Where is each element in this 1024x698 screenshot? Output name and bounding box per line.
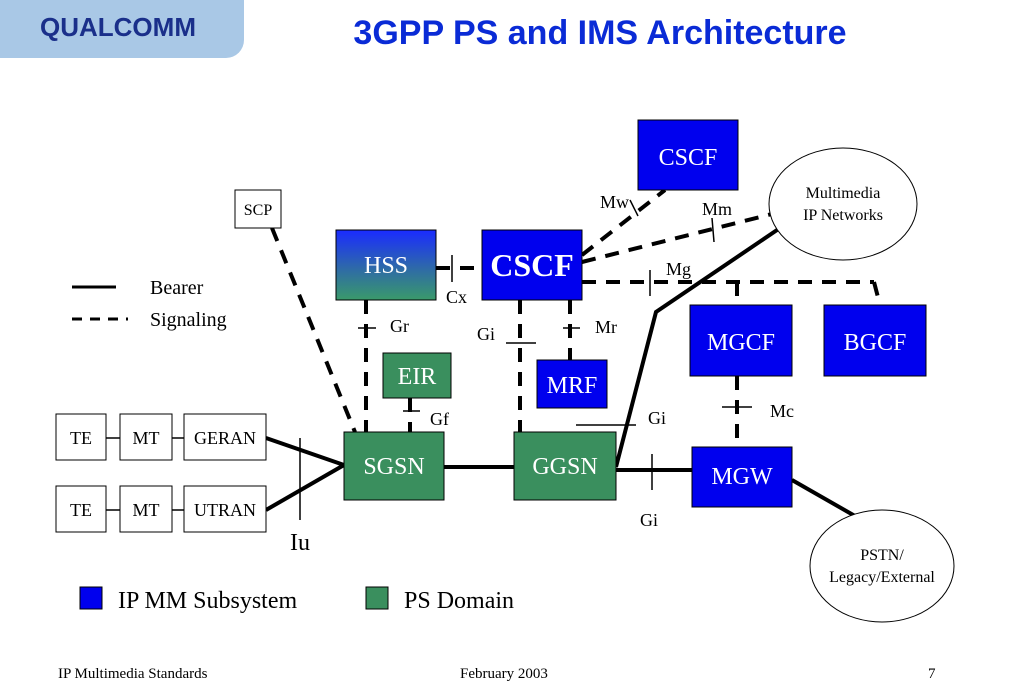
mgcf-label: MGCF bbox=[707, 330, 775, 356]
bgcf-label: BGCF bbox=[844, 330, 907, 356]
label-mm: Mm bbox=[702, 199, 732, 219]
bearer-ggsn-multimedia bbox=[614, 226, 782, 468]
thin-lines bbox=[106, 199, 752, 520]
te-node-2: TE bbox=[55, 485, 107, 533]
signaling-legend-label: Signaling bbox=[150, 309, 227, 331]
label-mc: Mc bbox=[770, 401, 794, 421]
hss-label: HSS bbox=[364, 253, 408, 279]
sgsn-label: SGSN bbox=[363, 454, 424, 480]
mrf-node: MRF bbox=[536, 359, 608, 409]
mgcf-node: MGCF bbox=[689, 304, 793, 377]
footer-left: IP Multimedia Standards bbox=[58, 666, 208, 682]
ps-domain-swatch bbox=[365, 586, 389, 610]
scp-node: SCP bbox=[234, 189, 282, 229]
mt-label-1: MT bbox=[133, 428, 160, 448]
interface-labels: Mw Mm Mg Cx Gr Gi Mr Gf Gi Mc Gi Iu bbox=[290, 192, 794, 556]
label-mw: Mw bbox=[600, 192, 629, 212]
bearer-legend-label: Bearer bbox=[150, 277, 204, 299]
line-legend: Bearer Signaling bbox=[72, 277, 227, 331]
signal-cscf-multimedia bbox=[581, 210, 781, 264]
footer-page-number: 7 bbox=[928, 666, 936, 682]
cscf-main-node: CSCF bbox=[481, 229, 583, 301]
signal-bgcf-drop bbox=[872, 281, 882, 306]
mt-label-2: MT bbox=[133, 500, 160, 520]
label-mr: Mr bbox=[595, 317, 617, 337]
slide-title: 3GPP PS and IMS Architecture bbox=[353, 14, 847, 52]
multimedia-label-2: IP Networks bbox=[803, 207, 883, 224]
bearer-mgw-pstn bbox=[791, 478, 856, 518]
ip-mm-legend-label: IP MM Subsystem bbox=[118, 588, 297, 614]
mgw-node: MGW bbox=[691, 446, 793, 508]
footer-center: February 2003 bbox=[460, 666, 548, 682]
color-legend: IP MM Subsystem PS Domain bbox=[79, 586, 514, 614]
signaling-lines bbox=[270, 188, 882, 447]
sgsn-node: SGSN bbox=[343, 431, 445, 501]
multimedia-ip-networks: Multimedia IP Networks bbox=[768, 147, 918, 261]
bearer-utran-sgsn bbox=[265, 463, 345, 512]
cscf-main-label: CSCF bbox=[490, 247, 574, 283]
utran-node: UTRAN bbox=[183, 485, 267, 533]
cscf-top-label: CSCF bbox=[659, 145, 718, 171]
label-cx: Cx bbox=[446, 287, 467, 307]
ggsn-node: GGSN bbox=[513, 431, 617, 501]
scp-label: SCP bbox=[244, 202, 273, 219]
utran-label: UTRAN bbox=[194, 500, 256, 520]
label-mg: Mg bbox=[666, 259, 691, 279]
bearer-lines bbox=[265, 226, 856, 518]
label-iu: Iu bbox=[290, 530, 310, 556]
ip-mm-swatch bbox=[79, 586, 103, 610]
bearer-geran-sgsn bbox=[265, 436, 345, 467]
qualcomm-logo: QUALCOMM bbox=[0, 0, 244, 58]
eir-label: EIR bbox=[398, 364, 437, 390]
hss-node: HSS bbox=[335, 229, 437, 301]
mrf-label: MRF bbox=[547, 373, 598, 399]
label-gi-b: Gi bbox=[648, 408, 666, 428]
label-gf: Gf bbox=[430, 409, 449, 429]
geran-label: GERAN bbox=[194, 428, 256, 448]
ggsn-label: GGSN bbox=[532, 454, 597, 480]
pstn-label-1: PSTN/ bbox=[860, 547, 904, 564]
signal-cscf-cscf-top bbox=[580, 188, 667, 257]
label-gi-c: Gi bbox=[640, 510, 658, 530]
eir-node: EIR bbox=[382, 352, 452, 399]
ps-domain-legend-label: PS Domain bbox=[404, 588, 514, 614]
mt-node-1: MT bbox=[119, 413, 173, 461]
pstn-label-2: Legacy/External bbox=[829, 569, 935, 586]
te-label-2: TE bbox=[70, 500, 92, 520]
cscf-top-node: CSCF bbox=[637, 119, 739, 191]
te-node-1: TE bbox=[55, 413, 107, 461]
mgw-label: MGW bbox=[711, 464, 773, 490]
logo-text: QUALCOMM bbox=[40, 12, 196, 42]
geran-node: GERAN bbox=[183, 413, 267, 461]
label-gi-a: Gi bbox=[477, 324, 495, 344]
label-gr: Gr bbox=[390, 316, 409, 336]
mt-node-2: MT bbox=[119, 485, 173, 533]
pstn-legacy-external: PSTN/ Legacy/External bbox=[809, 509, 955, 623]
bgcf-node: BGCF bbox=[823, 304, 927, 377]
te-label-1: TE bbox=[70, 428, 92, 448]
multimedia-label-1: Multimedia bbox=[806, 185, 881, 202]
signal-scp-sgsn bbox=[270, 227, 357, 433]
